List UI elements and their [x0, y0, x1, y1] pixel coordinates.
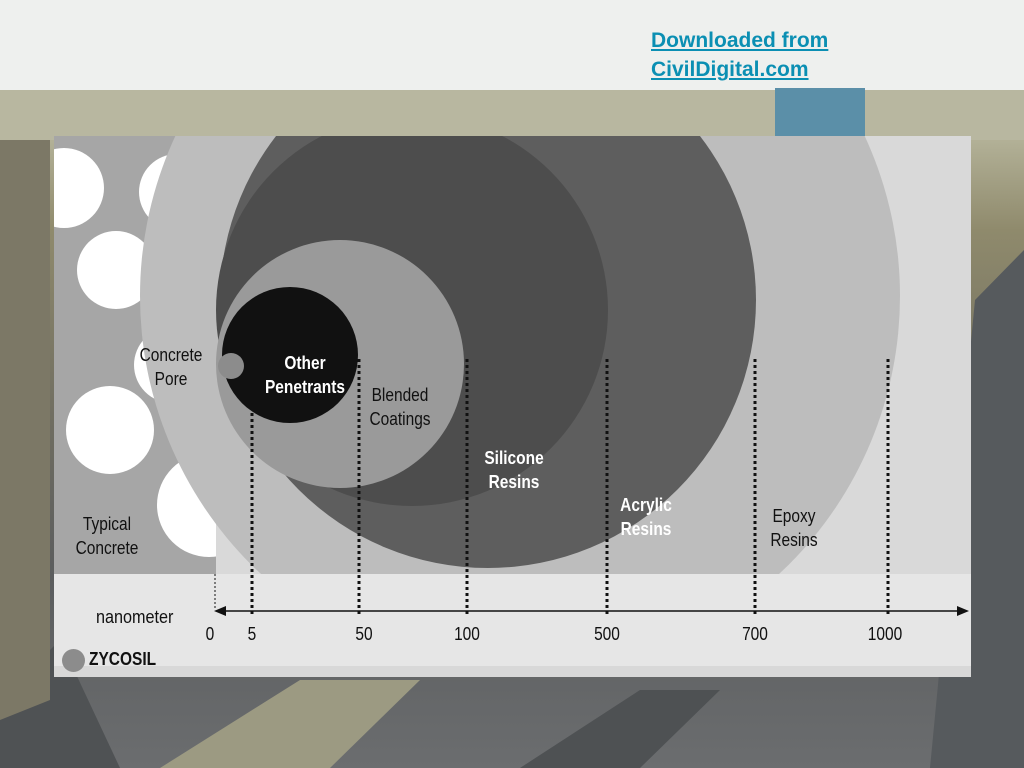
concrete-pore-circle — [77, 231, 155, 309]
tick-label: 100 — [454, 624, 480, 644]
tick-label: 500 — [594, 624, 620, 644]
source-link[interactable]: Downloaded from CivilDigital.com — [651, 26, 911, 84]
tick-label: 700 — [742, 624, 768, 644]
axis-arrow-left — [214, 606, 226, 616]
diagram-graphic — [54, 136, 971, 677]
axis-arrow-right — [957, 606, 969, 616]
zycosil-legend-label: ZYCOSIL — [89, 649, 157, 669]
zycosil-legend-icon — [62, 649, 85, 672]
concrete-pore-circle — [54, 148, 104, 228]
other-penetrants-circle — [222, 287, 358, 423]
tick-label: 0 — [205, 624, 215, 644]
axis-title: nanometer — [96, 607, 174, 627]
tick-label: 5 — [247, 624, 257, 644]
axis-band — [54, 574, 971, 677]
source-link-line-1[interactable]: Downloaded from — [651, 29, 829, 52]
concrete-pore-circle — [66, 386, 154, 474]
size-markers — [250, 359, 890, 614]
zycosil-circle — [218, 353, 244, 379]
source-link-line-2[interactable]: CivilDigital.com — [651, 58, 809, 81]
tick-label: 1000 — [867, 624, 903, 644]
tick-label: 50 — [355, 624, 373, 644]
